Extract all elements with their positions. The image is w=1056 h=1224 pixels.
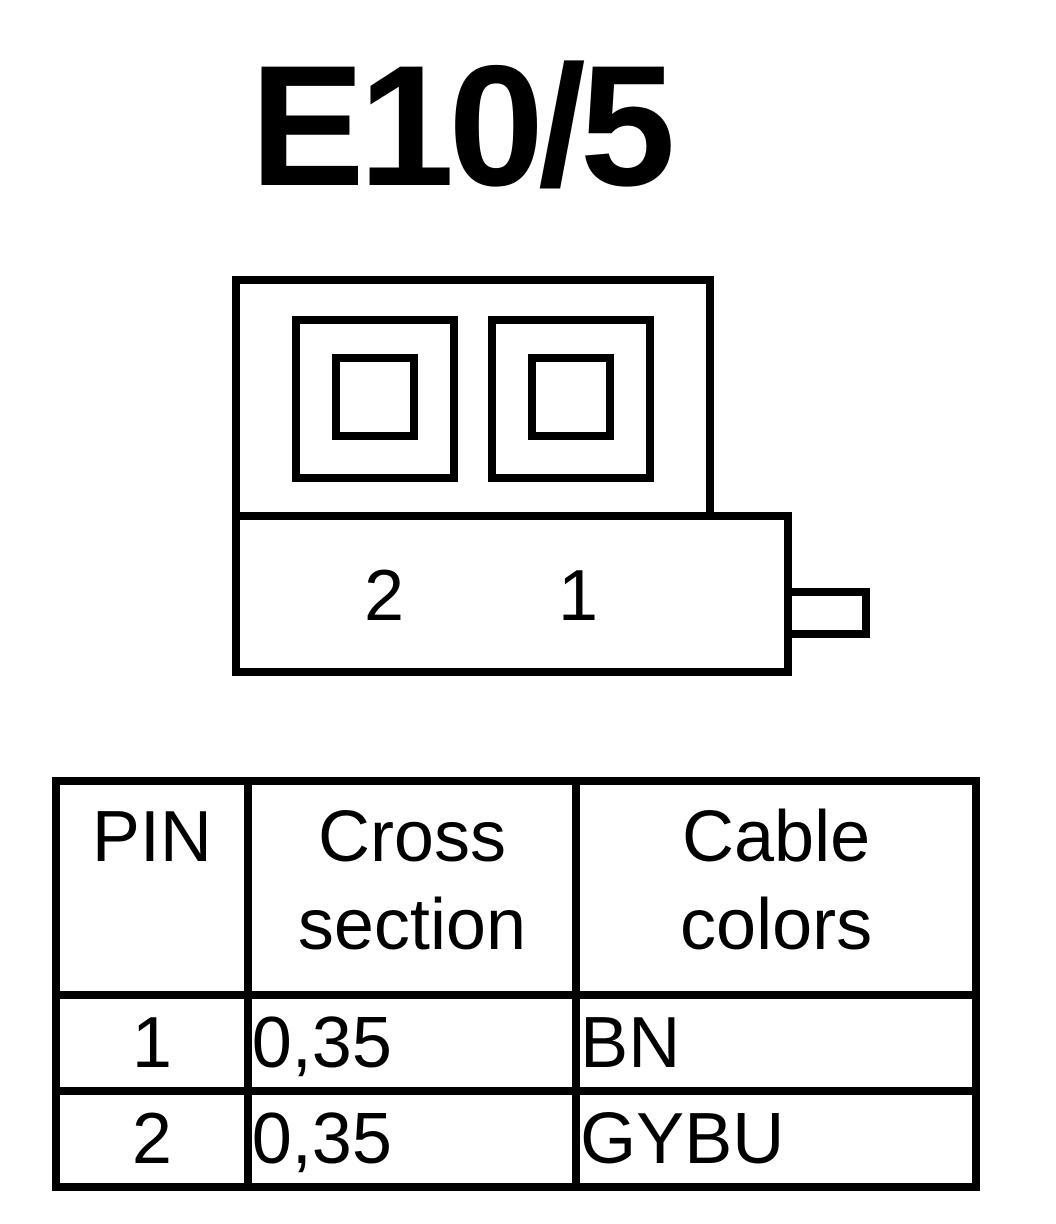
connector-diagram: 2 1 [232, 276, 870, 676]
pin-cavity-1-outer [488, 316, 654, 482]
connector-title: E10/5 [250, 30, 675, 222]
table-header-row: PIN Cross section Cable colors [52, 777, 980, 999]
cell-pin: 2 [52, 1087, 252, 1191]
pin-label-2: 2 [364, 556, 404, 636]
connector-locking-tab [784, 588, 870, 638]
pin-assignment-table: PIN Cross section Cable colors 1 0,35 BN… [52, 777, 980, 1191]
pin-cavity-2-outer [292, 316, 458, 482]
cell-cross-section: 0,35 [243, 1087, 581, 1191]
table-row: 2 0,35 GYBU [52, 1087, 980, 1191]
cell-cable-color: GYBU [572, 1087, 980, 1191]
pin-label-1: 1 [558, 556, 598, 636]
header-cable-colors-line1: Cable [682, 797, 871, 877]
header-pin-label: PIN [91, 797, 212, 877]
cell-cross-section: 0,35 [243, 991, 581, 1095]
cell-pin: 1 [52, 991, 252, 1095]
header-cable-colors: Cable colors [572, 777, 980, 999]
pin-cavity-2-inner [332, 354, 418, 440]
header-cross-section-line1: Cross [317, 797, 506, 877]
header-cable-colors-line2: colors [680, 885, 873, 965]
header-cross-section: Cross section [243, 777, 581, 999]
pin-cavity-1-inner [528, 354, 614, 440]
header-pin: PIN [52, 777, 252, 999]
connector-lower-housing [232, 512, 792, 676]
cell-cable-color: BN [572, 991, 980, 1095]
table-row: 1 0,35 BN [52, 991, 980, 1095]
header-cross-section-line2: section [297, 885, 527, 965]
